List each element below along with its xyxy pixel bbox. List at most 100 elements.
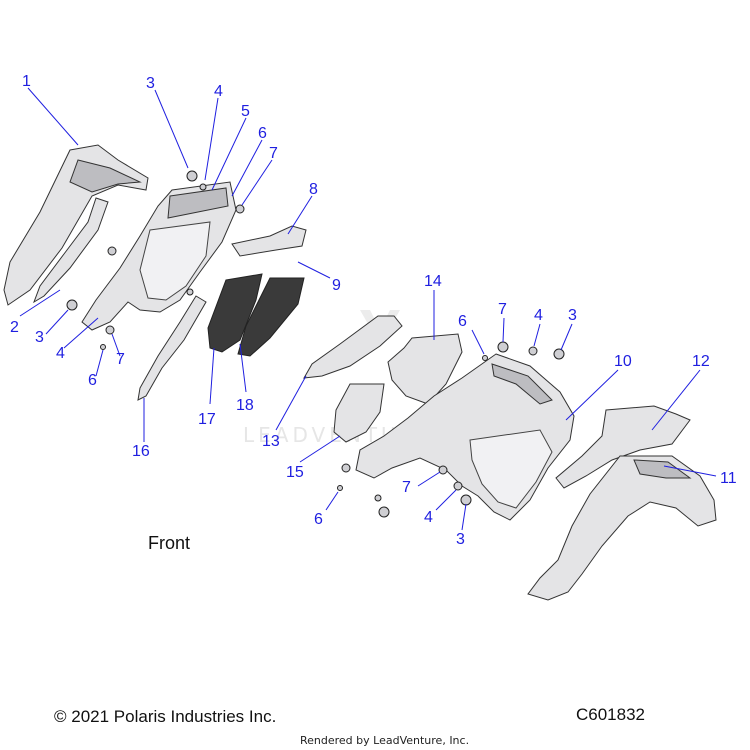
callout-1: 1 [22, 73, 31, 90]
part-3-fastener [66, 299, 78, 311]
part-4-nut [374, 494, 382, 502]
part-17-pad [207, 273, 263, 353]
part-8-bracket [231, 225, 307, 257]
leader-7 [241, 159, 273, 206]
leader-3c [560, 323, 573, 351]
callout-3b: 3 [35, 329, 44, 346]
callout-7b: 7 [116, 351, 125, 368]
part-6-screw [337, 485, 343, 491]
callout-4d: 4 [424, 509, 433, 526]
callout-14: 14 [424, 273, 442, 290]
callout-4: 4 [214, 83, 223, 100]
callout-10: 10 [614, 353, 632, 370]
leader-10 [565, 369, 619, 421]
leader-9 [297, 261, 331, 279]
part-13-panel [303, 315, 403, 379]
leader-15 [299, 435, 341, 463]
leader-lines [19, 87, 717, 531]
callout-5: 5 [241, 103, 250, 120]
part-4-nut [528, 346, 538, 356]
leader-4d [435, 489, 457, 511]
part-10-inner-face [469, 429, 553, 509]
callout-12: 12 [692, 353, 710, 370]
part-3-fastener [553, 348, 565, 360]
leader-18 [239, 343, 247, 393]
part-15-panel [333, 383, 385, 443]
leader-6c [471, 329, 485, 355]
callout-8: 8 [309, 181, 318, 198]
part-1-front-panel-inner [69, 159, 142, 193]
part-6-screw [482, 355, 488, 361]
part-7-clip [105, 325, 115, 335]
callout-6: 6 [258, 125, 267, 142]
leader-7d [417, 471, 441, 487]
leader-6 [231, 139, 263, 197]
leader-8 [287, 195, 313, 235]
leader-4c [533, 323, 541, 347]
part-5-inner-face [139, 221, 211, 301]
fastener [107, 246, 117, 256]
leader-3d [461, 503, 467, 531]
fastener [186, 288, 194, 296]
callout-7c: 7 [498, 301, 507, 318]
leader-6b [95, 349, 104, 377]
part-7-clip [497, 341, 509, 353]
callout-6d: 6 [314, 511, 323, 528]
leader-4b [63, 317, 99, 349]
part-12-rear-panel [555, 405, 691, 489]
part-5-top-rim [167, 187, 229, 219]
part-code: C601832 [576, 705, 645, 724]
part-18-pad [237, 277, 305, 357]
callout-6b: 6 [88, 372, 97, 389]
part-3-fastener [460, 494, 472, 506]
part-6-screw [100, 344, 106, 350]
callout-3d: 3 [456, 531, 465, 548]
callout-3: 3 [146, 75, 155, 92]
part-16-strip [137, 295, 207, 401]
part-10-upper-rim [491, 363, 553, 405]
part-7-clip [235, 204, 245, 214]
leader-17 [209, 347, 215, 405]
callout-18: 18 [236, 397, 254, 414]
callout-3c: 3 [568, 307, 577, 324]
leader-12 [651, 369, 701, 431]
part-2-side-strip [33, 197, 109, 304]
part-14-panel [387, 333, 463, 405]
part-11-fender-top [633, 459, 692, 479]
callout-13: 13 [262, 433, 280, 450]
leader-11 [663, 465, 717, 477]
part-3-fastener [378, 506, 390, 518]
callout-4c: 4 [534, 307, 543, 324]
leader-5 [211, 117, 247, 191]
leader-6d [325, 491, 339, 511]
leader-7b [111, 333, 121, 357]
leader-1 [27, 87, 79, 146]
part-11-rear-fender [527, 455, 717, 601]
part-4-nut [453, 481, 463, 491]
part-3-fastener [186, 170, 198, 182]
rendered-by-text: Rendered by LeadVenture, Inc. [300, 734, 469, 747]
leader-3b [45, 309, 69, 335]
part-7-clip [438, 465, 448, 475]
callout-7d: 7 [402, 479, 411, 496]
callout-6c: 6 [458, 313, 467, 330]
leader-4 [204, 97, 219, 181]
callout-15: 15 [286, 464, 304, 481]
callout-2: 2 [10, 319, 19, 336]
part-4-nut [199, 183, 207, 191]
copyright-text: © 2021 Polaris Industries Inc. [54, 707, 276, 726]
callout-16: 16 [132, 443, 150, 460]
leader-13 [275, 375, 307, 431]
callout-17: 17 [198, 411, 216, 428]
front-label: Front [148, 533, 190, 553]
fastener [341, 463, 351, 473]
leader-7c [502, 317, 505, 343]
callout-4b: 4 [56, 345, 65, 362]
callout-11: 11 [720, 470, 737, 487]
callout-9: 9 [332, 277, 341, 294]
leader-3 [154, 89, 189, 169]
leader-2 [19, 289, 61, 317]
callout-7: 7 [269, 145, 278, 162]
